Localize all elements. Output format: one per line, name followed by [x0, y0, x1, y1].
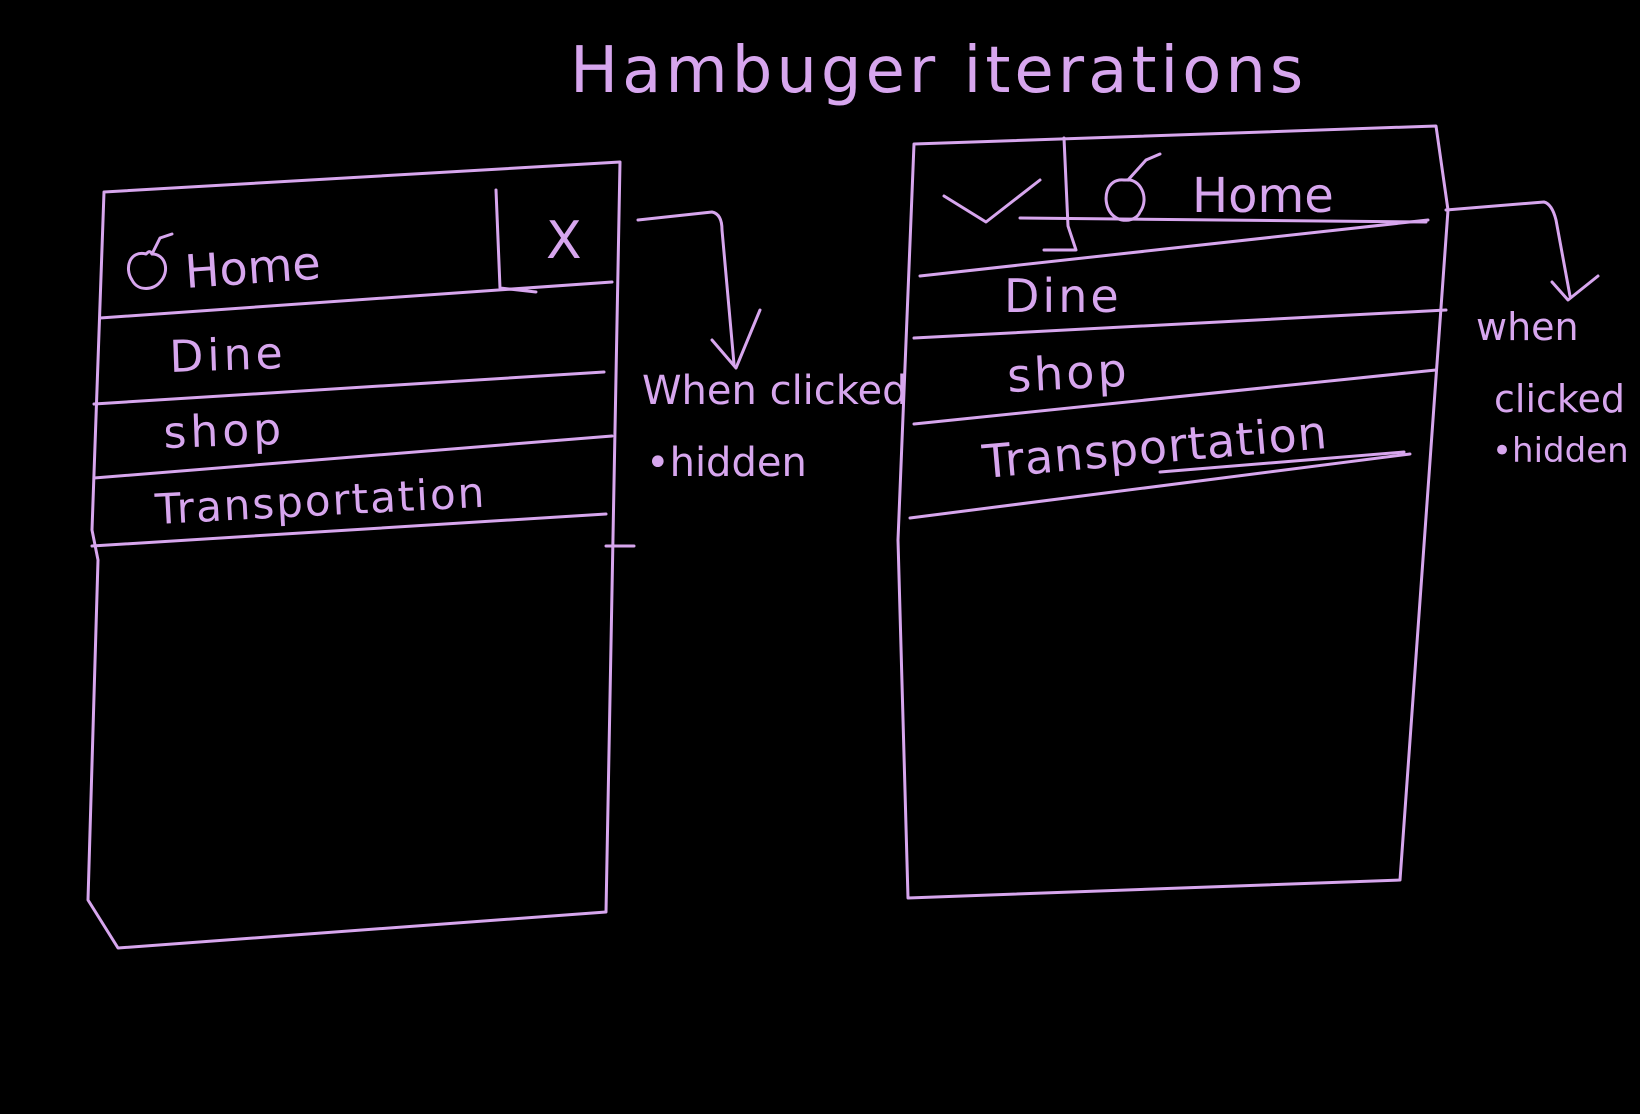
left-note-line-1: When clicked — [642, 368, 908, 414]
left-row-divider-1 — [92, 370, 606, 406]
right-menu-item-shop[interactable]: shop — [1006, 343, 1131, 403]
right-row-divider-1 — [912, 308, 1448, 340]
right-menu-item-transportation[interactable]: Transportation — [979, 405, 1330, 489]
left-annotation: When clicked •hidden — [636, 210, 908, 486]
right-note-line-2: clicked — [1494, 377, 1625, 421]
apple-icon — [127, 232, 174, 290]
right-header-divider — [918, 218, 1430, 278]
apple-icon — [1104, 152, 1162, 222]
right-menu-sketch: Home Dine shop Transportation — [896, 124, 1450, 900]
left-close-button[interactable]: X — [546, 211, 582, 271]
right-row-divider-2 — [912, 368, 1438, 426]
left-row-divider-3 — [90, 512, 608, 548]
right-note-line-3: •hidden — [1492, 431, 1629, 471]
left-menu-item-shop[interactable]: shop — [163, 404, 286, 459]
right-note-line-1: when — [1476, 305, 1579, 349]
left-menu-sketch: Home X Dine shop Transportation — [86, 160, 636, 950]
right-annotation: when clicked •hidden — [1444, 200, 1629, 471]
right-arrowhead — [1550, 274, 1600, 302]
right-arrow — [1444, 200, 1572, 298]
left-menu-item-dine[interactable]: Dine — [169, 328, 288, 383]
right-header-underline — [1018, 216, 1428, 224]
right-header-home-label: Home — [1192, 168, 1334, 224]
left-arrowhead — [710, 308, 762, 370]
diagram-title: Hambuger iterations — [570, 34, 1307, 108]
left-note-line-2: •hidden — [646, 440, 807, 486]
chevron-down-icon[interactable] — [942, 178, 1042, 224]
left-header-divider — [98, 280, 614, 320]
right-row-divider-3 — [908, 452, 1412, 520]
right-menu-item-dine[interactable]: Dine — [1004, 269, 1122, 323]
left-header-home-label: Home — [183, 236, 322, 299]
right-transportation-underline — [1158, 450, 1406, 474]
left-arrow — [636, 210, 736, 366]
right-toggle-box — [1042, 136, 1078, 252]
right-menu-frame — [896, 124, 1450, 900]
left-close-box — [494, 188, 538, 294]
left-menu-frame — [86, 160, 622, 950]
left-row-divider-2 — [92, 434, 614, 480]
